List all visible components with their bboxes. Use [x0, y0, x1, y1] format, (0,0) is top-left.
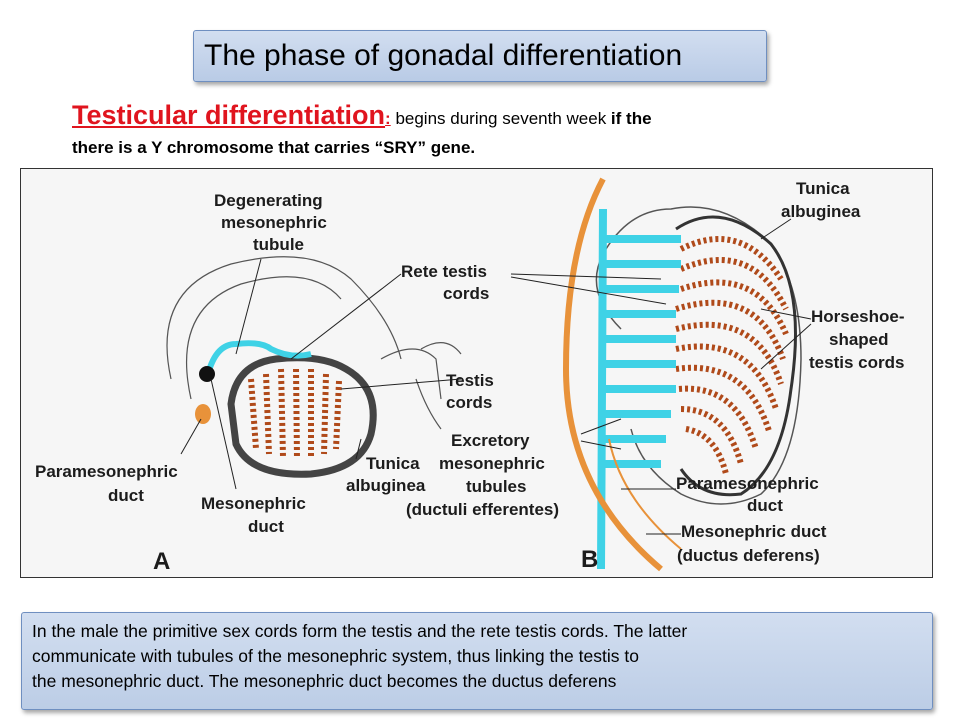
- panel-a-outlines: [166, 256, 462, 430]
- caption-line-1: In the male the primitive sex cords form…: [32, 621, 688, 641]
- label-mesonephric-b-2: (ductus deferens): [677, 546, 820, 565]
- label-mesonephric-b-1: Mesonephric duct: [681, 522, 827, 541]
- label-paramesonephric-a-1: Paramesonephric: [35, 462, 178, 481]
- heading-colon: :: [385, 109, 391, 128]
- label-testis-a-1: Testis: [446, 371, 494, 390]
- label-tunica-b-1: Tunica: [796, 179, 850, 198]
- panel-a-letter: A: [153, 548, 170, 575]
- label-paramesonephric-b-2: duct: [747, 496, 783, 515]
- heading-line-1: Testicular differentiation: begins durin…: [72, 100, 832, 134]
- ductus-deferens-b: [562, 177, 663, 572]
- heading-term: Testicular differentiation: [72, 100, 386, 130]
- caption-box: In the male the primitive sex cords form…: [21, 612, 933, 710]
- label-degenerating-3: tubule: [253, 235, 304, 254]
- panel-b-letter: B: [581, 546, 598, 573]
- label-excretory-3: tubules: [466, 477, 526, 496]
- leader-lines: [180, 218, 812, 535]
- label-paramesonephric-b-1: Paramesonephric: [676, 474, 819, 493]
- caption-line-3: the mesonephric duct. The mesonephric du…: [32, 671, 617, 691]
- tunica-outline-a: [227, 354, 377, 478]
- heading-line-2: there is a Y chromosome that carries “SR…: [72, 138, 476, 157]
- paramesonephric-duct-a: [195, 404, 211, 424]
- label-tunica-a-1: Tunica: [366, 454, 420, 473]
- heading-bold: if the: [610, 109, 652, 128]
- panel-b-testis: [562, 177, 802, 572]
- gonad-diagram: Degenerating mesonephric tubule Rete tes…: [20, 168, 933, 578]
- testis-cords-a: [248, 368, 342, 460]
- slide-title: The phase of gonadal differentiation: [193, 30, 767, 82]
- label-mesonephric-a-2: duct: [248, 517, 284, 536]
- panel-a-labels: Degenerating mesonephric tubule Rete tes…: [35, 191, 494, 575]
- label-rete-a-2: cords: [443, 284, 489, 303]
- label-horseshoe-3: testis cords: [809, 353, 904, 372]
- label-degenerating-1: Degenerating: [214, 191, 323, 210]
- label-horseshoe-2: shaped: [829, 330, 889, 349]
- panel-a-testis: [195, 340, 377, 478]
- rete-testis-b: [597, 208, 681, 570]
- testis-outline-b: [595, 206, 802, 505]
- mesonephric-duct-a: [199, 366, 215, 382]
- tunica-outline-b: [675, 215, 797, 497]
- diagram-svg: Degenerating mesonephric tubule Rete tes…: [35, 177, 905, 575]
- label-excretory-4: (ductuli efferentes): [406, 500, 559, 519]
- testis-cords-b: [675, 236, 789, 475]
- label-tunica-b-2: albuginea: [781, 202, 861, 221]
- label-excretory-2: mesonephric: [439, 454, 545, 473]
- label-testis-a-2: cords: [446, 393, 492, 412]
- rete-testis-a: [205, 340, 312, 375]
- paramesonephric-duct-b: [608, 438, 682, 550]
- label-tunica-a-2: albuginea: [346, 476, 426, 495]
- slide-title-text: The phase of gonadal differentiation: [204, 39, 683, 72]
- label-mesonephric-a-1: Mesonephric: [201, 494, 306, 513]
- label-paramesonephric-a-2: duct: [108, 486, 144, 505]
- panel-b-labels: Tunica albuginea Horseshoe- shaped testi…: [406, 179, 905, 573]
- caption-line-2: communicate with tubules of the mesoneph…: [32, 646, 639, 666]
- label-excretory-1: Excretory: [451, 431, 530, 450]
- label-rete-a-1: Rete testis: [401, 262, 487, 281]
- label-degenerating-2: mesonephric: [221, 213, 327, 232]
- heading-text: begins during seventh week: [390, 109, 611, 128]
- label-horseshoe-1: Horseshoe-: [811, 307, 905, 326]
